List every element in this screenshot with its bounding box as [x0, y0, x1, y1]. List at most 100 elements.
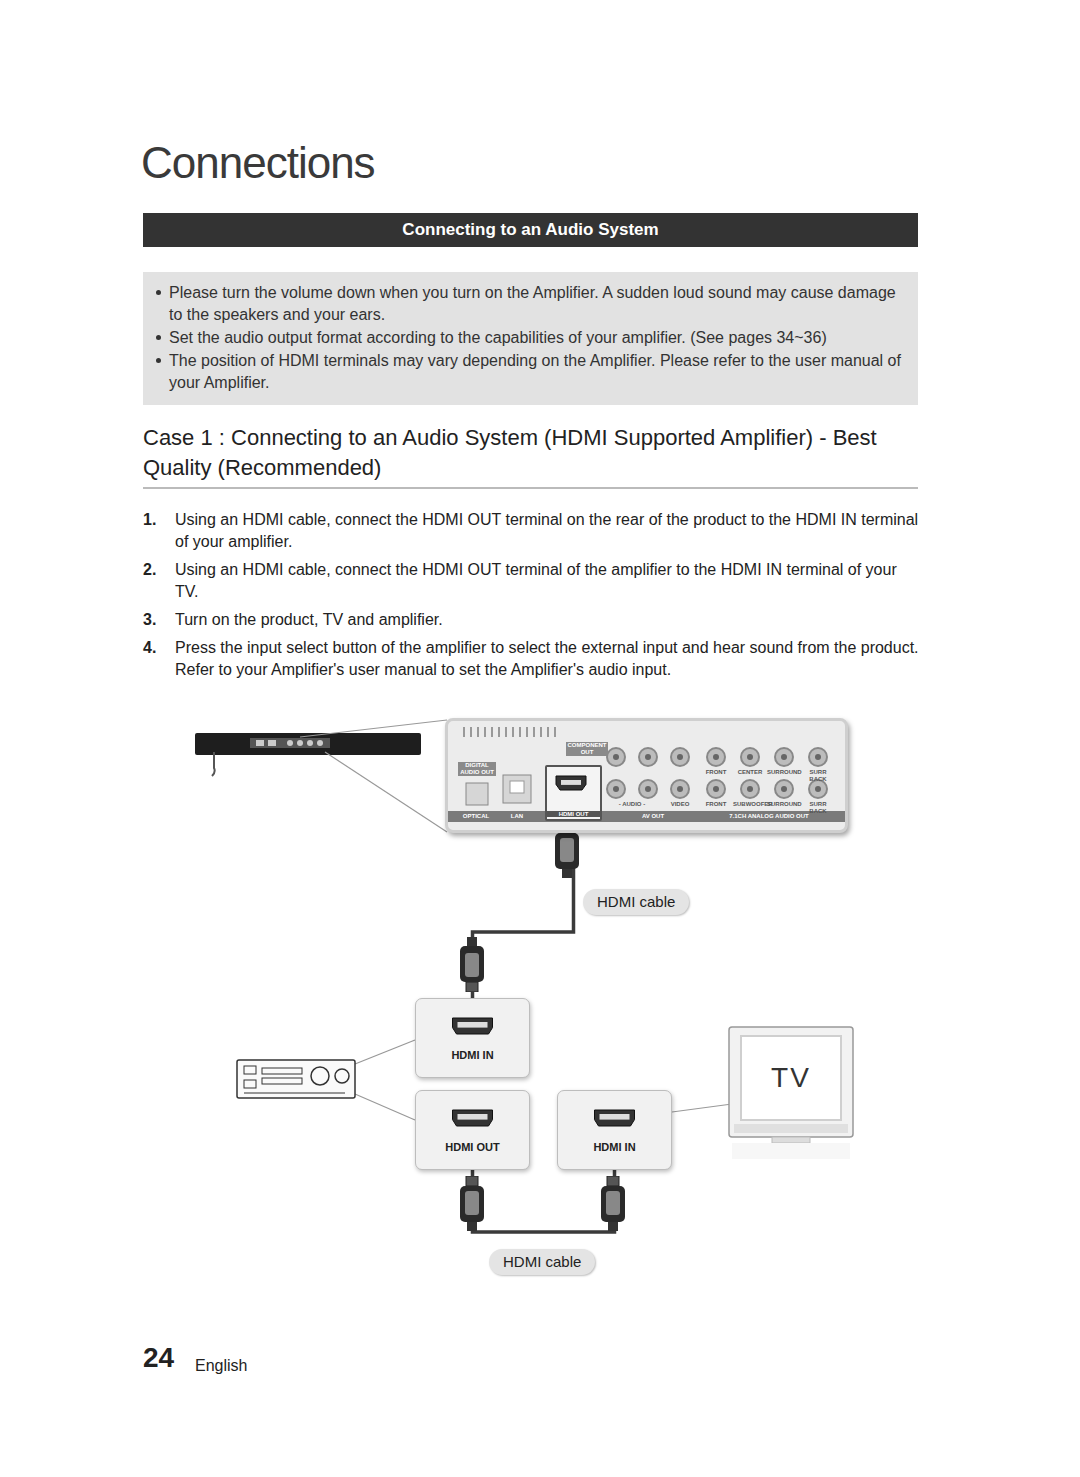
drawing-part — [607, 748, 625, 766]
panel-label: DIGITAL AUDIO OUT — [458, 762, 496, 776]
drawing-part — [741, 780, 759, 798]
bullet-row: Please turn the volume down when you tur… — [169, 282, 906, 326]
drawing-part — [268, 740, 276, 746]
drawing-part — [601, 1176, 625, 1231]
panel-label: OPTICAL — [454, 813, 498, 820]
drawing-part — [458, 1022, 488, 1028]
drawing-part — [512, 727, 514, 737]
panel-label: COMPONENT OUT — [566, 742, 608, 756]
drawing-part — [503, 775, 531, 803]
drawing-part — [256, 740, 264, 746]
drawing-part — [311, 1067, 329, 1085]
panel-label: VIDEO — [663, 801, 697, 808]
drawing-part — [491, 727, 493, 737]
drawing-part — [554, 727, 556, 737]
drawing-part — [498, 727, 500, 737]
panel-label: SURR BACK — [801, 769, 835, 783]
bullet-dot — [156, 358, 161, 363]
drawing-part — [607, 780, 625, 798]
drawing-part — [335, 1069, 349, 1083]
section-heading: Connecting to an Audio System — [402, 220, 658, 240]
drawing-part — [540, 727, 542, 737]
drawing-part — [526, 727, 528, 737]
drawing-part — [713, 754, 719, 760]
drawing-part — [556, 776, 586, 790]
step-text: Using an HDMI cable, connect the HDMI OU… — [175, 559, 920, 603]
drawing-part — [734, 1124, 848, 1133]
step-text: Using an HDMI cable, connect the HDMI OU… — [175, 509, 920, 553]
step-text: Press the input select button of the amp… — [175, 637, 920, 681]
panel-label: SUBWOOFER — [733, 801, 767, 808]
drawing-part — [775, 780, 793, 798]
player-illustration — [195, 733, 421, 776]
drawing-part — [639, 748, 657, 766]
drawing-part — [815, 786, 821, 792]
section-header-bar: Connecting to an Audio System — [143, 213, 918, 247]
step-number: 4. — [143, 637, 171, 659]
drawing-part — [775, 748, 793, 766]
drawing-part — [470, 727, 472, 737]
drawing-part — [244, 1066, 256, 1074]
drawing-part — [713, 786, 719, 792]
step-text: Turn on the product, TV and amplifier. — [175, 609, 920, 631]
drawing-part — [707, 748, 725, 766]
drawing-part — [671, 748, 689, 766]
panel-label: FRONT — [699, 801, 733, 808]
page-title: Connections — [141, 138, 375, 188]
drawing-part — [307, 740, 313, 746]
drawing-part — [677, 754, 683, 760]
drawing-part — [747, 754, 753, 760]
note-box: Please turn the volume down when you tur… — [143, 272, 918, 405]
hdmi-in-inset: HDMI IN — [415, 998, 530, 1078]
drawing-part — [672, 1104, 732, 1112]
panel-label: CENTER — [733, 769, 767, 776]
drawing-part — [781, 754, 787, 760]
drawing-part — [815, 754, 821, 760]
drawing-part — [262, 1078, 302, 1084]
step-number: 1. — [143, 509, 171, 531]
hdmi-port-icon — [415, 1090, 530, 1170]
bullet-dot — [156, 290, 161, 295]
drawing-part — [325, 752, 447, 832]
cable-label: HDMI cable — [583, 889, 689, 915]
cable-label: HDMI cable — [489, 1249, 595, 1275]
panel-label: 7.1CH ANALOG AUDIO OUT — [704, 813, 834, 820]
case-heading: Case 1 : Connecting to an Audio System (… — [143, 423, 923, 483]
drawing-part — [237, 1060, 355, 1098]
step-number: 2. — [143, 559, 171, 581]
panel-label: SURR BACK — [801, 801, 835, 815]
drawing-part — [809, 780, 827, 798]
step-number: 3. — [143, 609, 171, 631]
hdmi-port-icon — [557, 1090, 672, 1170]
drawing-part — [300, 720, 447, 737]
drawing-part — [355, 1094, 415, 1120]
drawing-part — [561, 780, 581, 785]
drawing-part — [460, 937, 484, 992]
amplifier-illustration — [237, 1060, 355, 1098]
drawing-part — [547, 727, 549, 737]
drawing-part — [677, 786, 683, 792]
drawing-part — [355, 1040, 415, 1064]
tv-label: TV — [771, 1062, 811, 1094]
drawing-part — [460, 1176, 484, 1231]
drawing-part — [613, 786, 619, 792]
note-text: The position of HDMI terminals may vary … — [169, 350, 906, 394]
panel-label: SURROUND — [767, 801, 801, 808]
page-language: English — [195, 1356, 315, 1376]
drawing-part — [645, 754, 651, 760]
hdmi-out-port: HDMI OUT — [545, 765, 602, 821]
page-number: 24 — [143, 1342, 193, 1374]
panel-label: LAN — [500, 813, 534, 820]
hdmi-out-inset: HDMI OUT — [415, 1090, 530, 1170]
note-text: Please turn the volume down when you tur… — [169, 282, 906, 326]
hdmi-cable — [473, 1170, 615, 1232]
drawing-part — [645, 786, 651, 792]
drawing-part — [466, 783, 488, 805]
bullet-row: Set the audio output format according to… — [169, 327, 906, 349]
drawing-part — [747, 786, 753, 792]
drawing-part — [809, 748, 827, 766]
drawing-part — [613, 754, 619, 760]
drawing-part — [707, 780, 725, 798]
panel-label: SURROUND — [767, 769, 801, 776]
